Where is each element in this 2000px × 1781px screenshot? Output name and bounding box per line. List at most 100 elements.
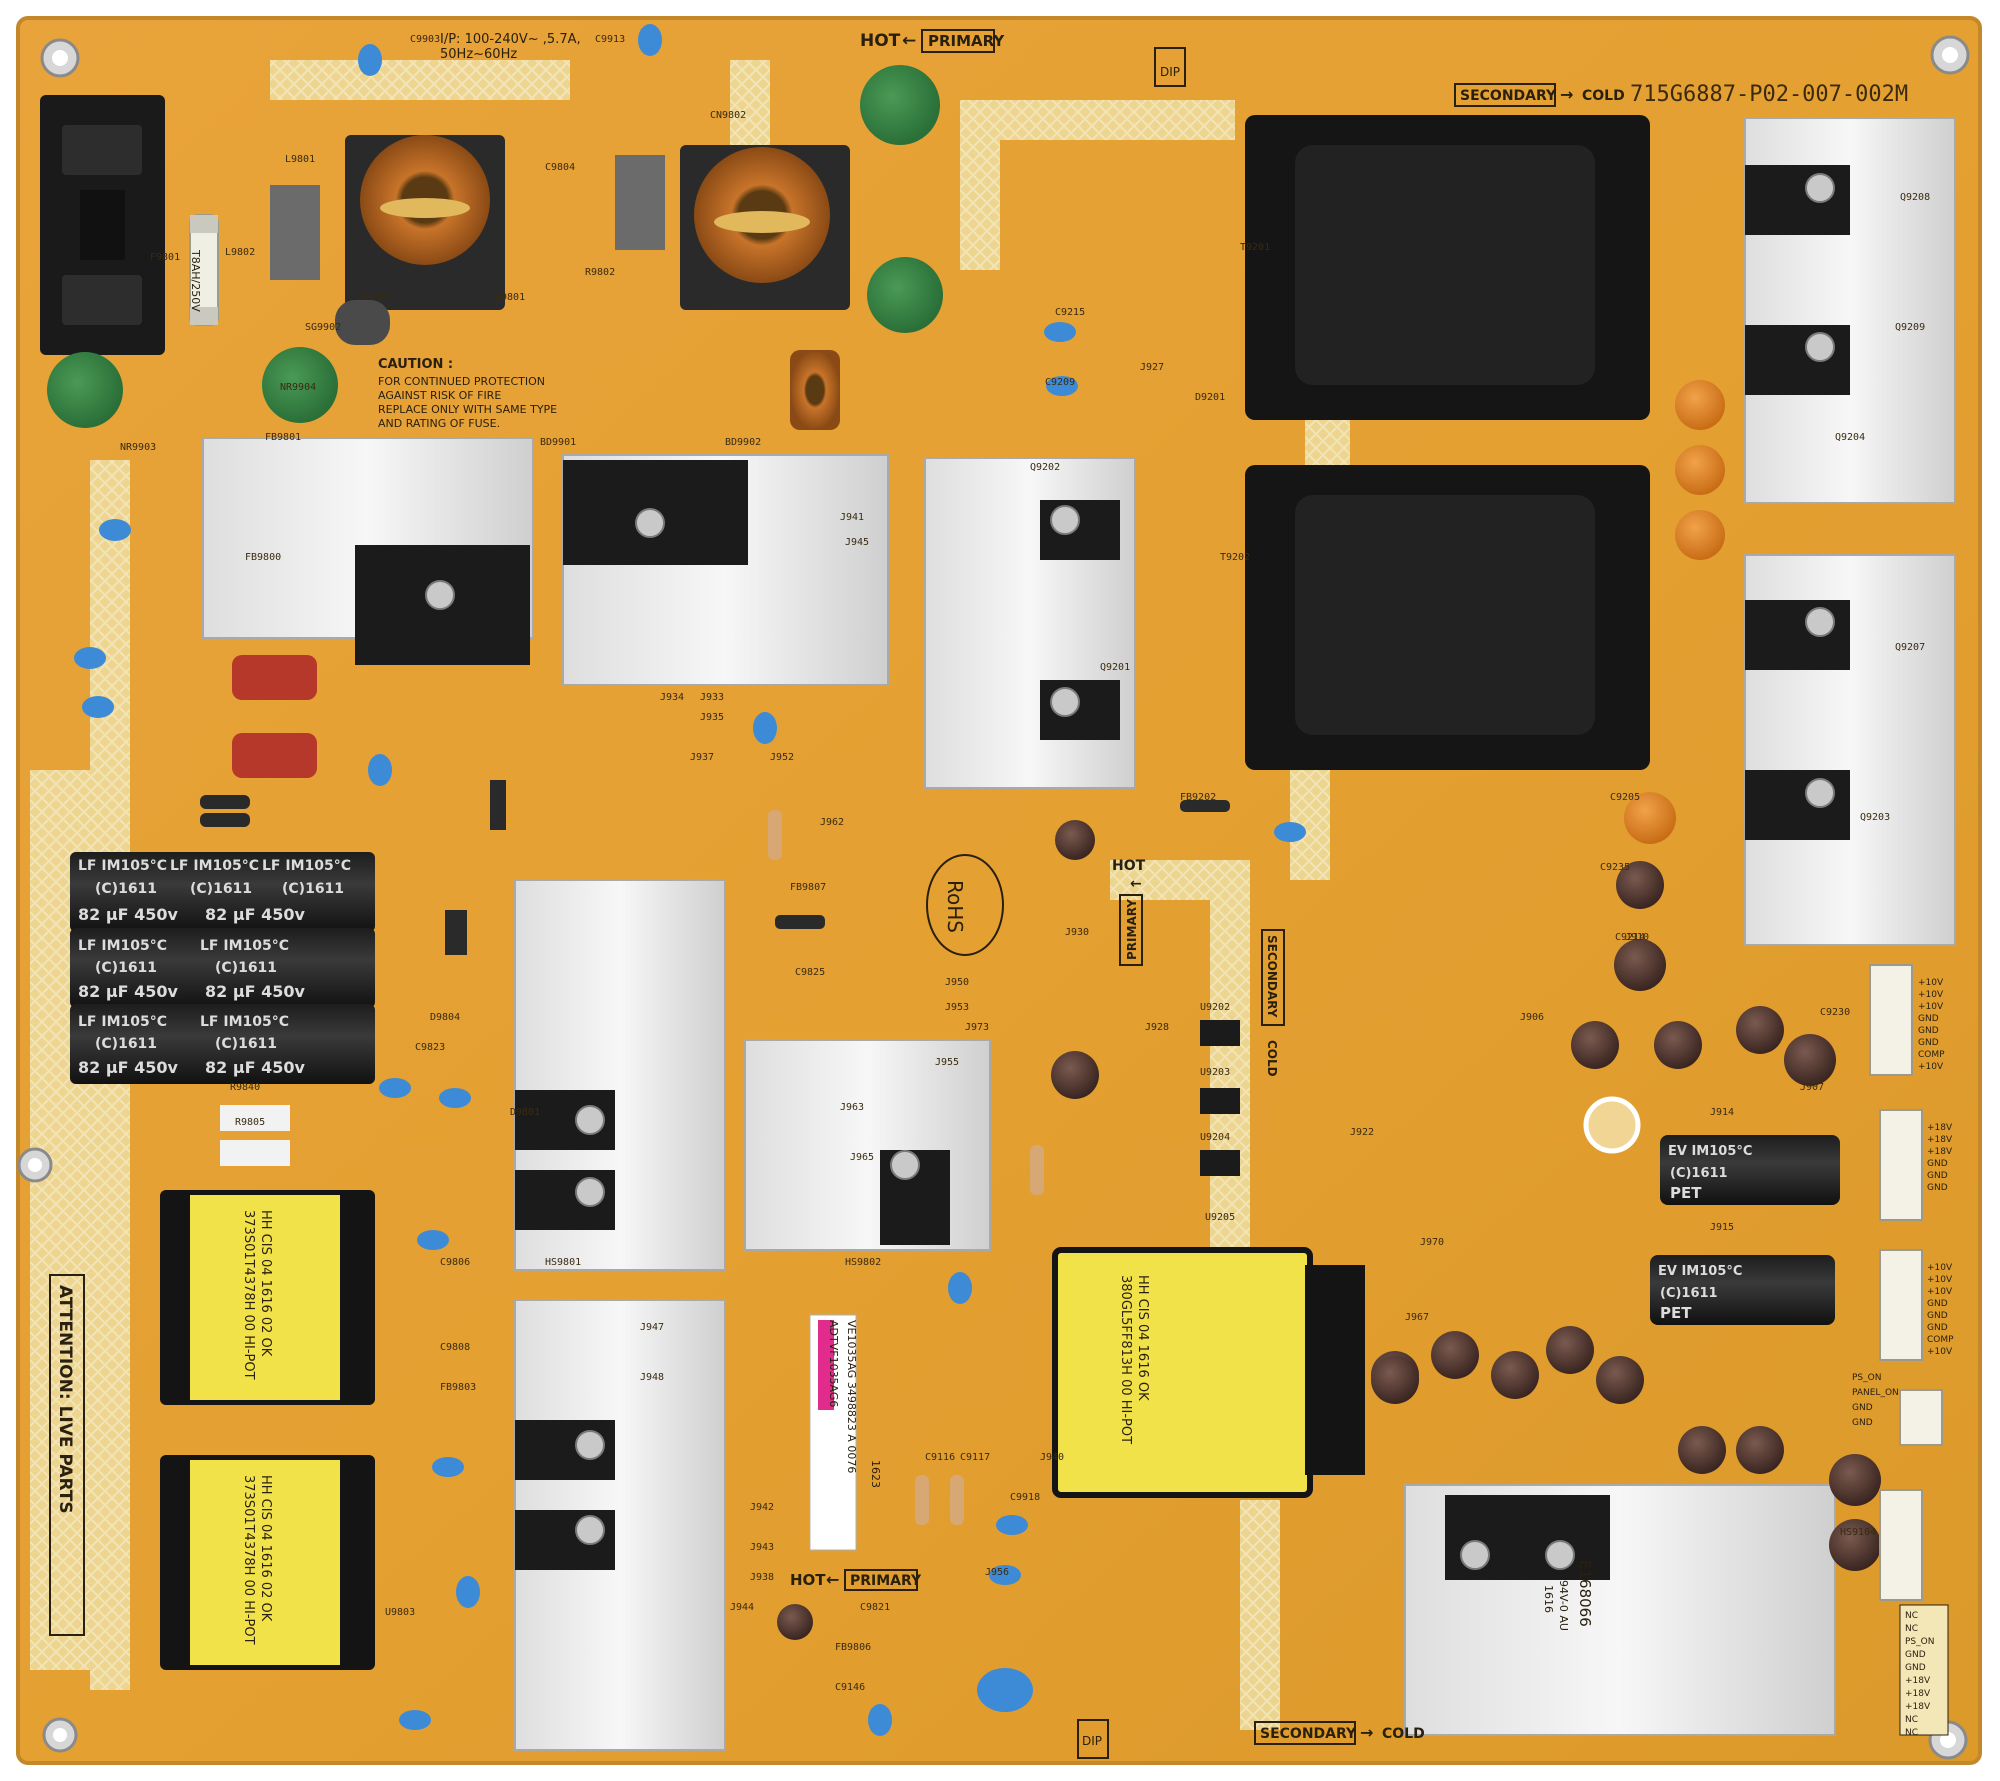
bulk-cap-3-mark2b: (C)1611: [215, 1036, 277, 1052]
bulk-cap-2-mark2: (C)1611: [95, 960, 157, 976]
svg-text:1616: 1616: [1542, 1585, 1555, 1613]
refdes-j935: J935: [700, 712, 724, 723]
y-capacitors: [74, 24, 1306, 1736]
svg-text:1623: 1623: [869, 1460, 882, 1488]
bulk-cap-2: [70, 928, 375, 1008]
bulk-cap-3-mark3: 82 µF 450v: [78, 1058, 179, 1077]
svg-text:+10V: +10V: [1918, 990, 1944, 1000]
sec-cap-2-mark2: (C)1611: [1660, 1286, 1718, 1301]
filter-inductors: [270, 155, 665, 345]
t1-line2: HH CIS 04 1616 02 OK: [258, 1210, 273, 1357]
refdes-q9209: Q9209: [1895, 322, 1925, 333]
svg-text:+18V: +18V: [1905, 1689, 1931, 1699]
svg-text:GND: GND: [1927, 1299, 1948, 1309]
refdes-u9205: U9205: [1205, 1212, 1235, 1223]
part-number: 715G6887-P02-007-002M: [1630, 82, 1908, 107]
svg-text:+10V: +10V: [1927, 1287, 1953, 1297]
common-mode-choke-2: [680, 145, 850, 310]
refdes-c9235: C9235: [1600, 862, 1630, 873]
refdes-j906: J906: [1520, 1012, 1544, 1023]
refdes-u9202: U9202: [1200, 1002, 1230, 1013]
refdes-t9202: T9202: [1220, 552, 1250, 563]
refdes-j967: J967: [1405, 1312, 1429, 1323]
svg-text:PRIMARY: PRIMARY: [928, 32, 1005, 50]
refdes-c9215: C9215: [1055, 307, 1085, 318]
transformer-labels: 373S01T4378H 00 HI-POT HH CIS 04 1616 02…: [241, 1210, 1150, 1645]
refdes-j930: J930: [1065, 927, 1089, 938]
bulk-cap-2-mark3: 82 µF 450v: [78, 982, 179, 1001]
sec-cap-1-mark1: EV IM105°C: [1668, 1144, 1752, 1159]
refdes-fb9801: FB9801: [265, 432, 301, 443]
svg-text:+10V: +10V: [1918, 1062, 1944, 1072]
svg-text:COLD: COLD: [1582, 88, 1625, 104]
input-rating-line2: 50Hz~60Hz: [440, 47, 517, 62]
svg-text:GND: GND: [1927, 1183, 1948, 1193]
refdes-q9204: Q9204: [1835, 432, 1865, 443]
sec-cap-1-mark3: PET: [1670, 1184, 1702, 1202]
svg-text:NC: NC: [1905, 1728, 1918, 1738]
refdes-c9825: C9825: [795, 967, 825, 978]
refdes-d9201: D9201: [1195, 392, 1225, 403]
refdes-fb9803: FB9803: [440, 1382, 476, 1393]
bulk-cap-2-mark1: LF IM105°C: [78, 938, 167, 954]
refdes-j956: J956: [985, 1567, 1009, 1578]
bulk-cap-1: [70, 852, 375, 932]
svg-text:SECONDARY: SECONDARY: [1260, 1726, 1357, 1742]
refdes-r9801: R9801: [495, 292, 525, 303]
svg-text:DIP: DIP: [1160, 65, 1180, 79]
svg-text:GND: GND: [1905, 1663, 1926, 1673]
svg-text:COLD: COLD: [1382, 1726, 1425, 1742]
pin-table: NC NC PS_ON GND GND +18V +18V +18V NC NC: [1899, 1604, 1949, 1738]
refdes-c9146: C9146: [835, 1682, 865, 1693]
caution-block: CAUTION : FOR CONTINUED PROTECTION AGAIN…: [378, 357, 557, 430]
refdes-j937: J937: [690, 752, 714, 763]
svg-text:+18V: +18V: [1905, 1676, 1931, 1686]
llc-heatsink-2: [744, 1039, 991, 1251]
fuse-rating: T8AH/250V: [189, 249, 202, 312]
bulk-cap-3-mark1: LF IM105°C: [78, 1014, 167, 1030]
refdes-j927: J927: [1140, 362, 1164, 373]
refdes-j940: J940: [1040, 1452, 1064, 1463]
refdes-c9214: C9214: [1615, 932, 1645, 943]
t2-line1: 373S01T4378H 00 HI-POT: [241, 1475, 256, 1645]
production-sticker: ADTVF1035AG6 VE1035AG 3498823 A 0076 162…: [809, 1314, 882, 1551]
sec-cap-2-mark3: PET: [1660, 1304, 1692, 1322]
bulk-cap-3-mark1b: LF IM105°C: [200, 1014, 289, 1030]
refdes-c9823: C9823: [415, 1042, 445, 1053]
refdes-l9802: L9802: [225, 247, 255, 258]
bulk-cap-1-mark3b: 82 µF 450v: [205, 905, 306, 924]
svg-text:PANEL_ON: PANEL_ON: [1852, 1388, 1899, 1398]
refdes-hs9104: HS9104: [1840, 1527, 1876, 1538]
svg-text:SECONDARY: SECONDARY: [1460, 88, 1557, 104]
svg-text:GND: GND: [1852, 1418, 1873, 1428]
svg-text:←: ←: [902, 31, 916, 51]
bulk-cap-2-mark2b: (C)1611: [215, 960, 277, 976]
refdes-d9801: D9801: [510, 1107, 540, 1118]
refdes-j934: J934: [660, 692, 684, 703]
refdes-c9913: C9913: [595, 34, 625, 45]
refdes-t9201: T9201: [1240, 242, 1270, 253]
caution-line-3: REPLACE ONLY WITH SAME TYPE: [378, 403, 557, 416]
small-resistors-diodes: [200, 780, 1230, 1525]
refdes-j942: J942: [750, 1502, 774, 1513]
refdes-j910: J910: [1625, 932, 1649, 943]
refdes-c9117: C9117: [960, 1452, 990, 1463]
refdes-hs9801: HS9801: [545, 1257, 581, 1268]
svg-text:HOT: HOT: [1112, 858, 1146, 874]
refdes-j973: J973: [965, 1022, 989, 1033]
hot-primary-label-mid: HOT ← PRIMARY: [1112, 858, 1146, 966]
bulk-cap-1-mark1c: LF IM105°C: [262, 858, 351, 874]
svg-text:E168066: E168066: [1576, 1560, 1594, 1627]
svg-text:GND: GND: [1927, 1311, 1948, 1321]
refdes-nr9904: NR9904: [280, 382, 316, 393]
svg-text:PRIMARY: PRIMARY: [1125, 899, 1139, 960]
refdes-c9808: C9808: [440, 1342, 470, 1353]
svg-text:PS_ON: PS_ON: [1852, 1373, 1881, 1383]
x2-film-capacitors: [232, 655, 317, 778]
hot-primary-label-bottom: HOT ← PRIMARY: [790, 1569, 922, 1591]
refdes-cn9802: CN9802: [710, 110, 746, 121]
bulk-capacitors: LF IM105°C LF IM105°C LF IM105°C (C)1611…: [70, 852, 375, 1084]
rohs-mark: RoHS: [926, 854, 1004, 956]
